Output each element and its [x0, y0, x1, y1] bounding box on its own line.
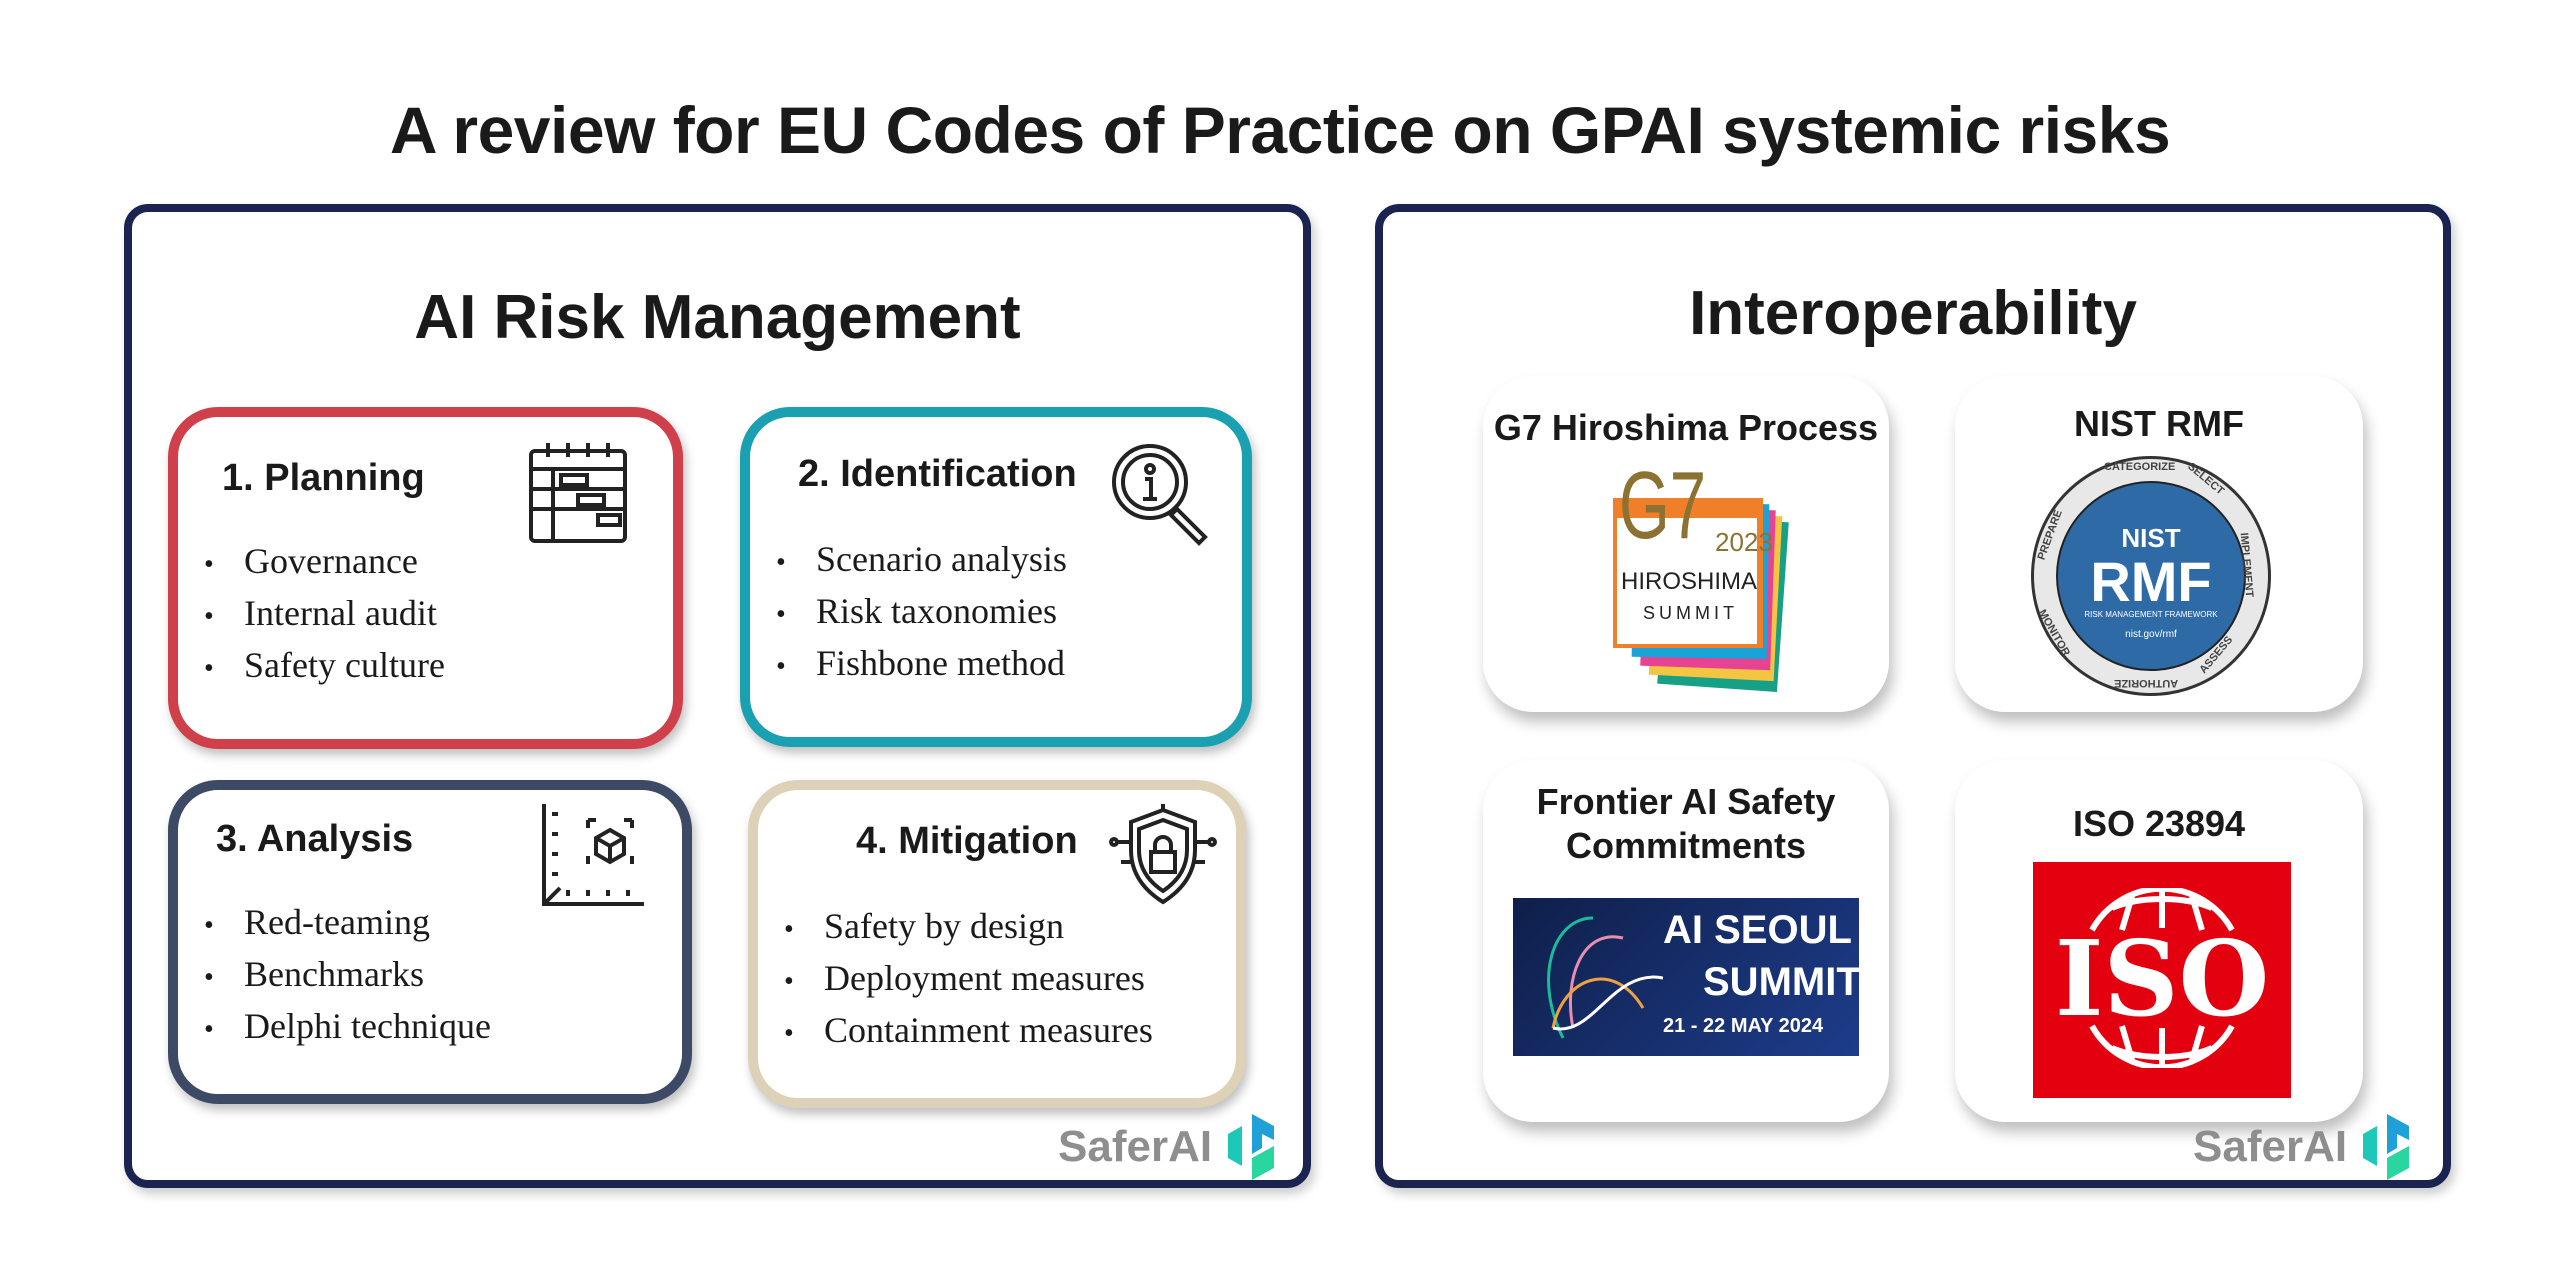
- iso-card: ISO 23894 ISO: [1955, 760, 2363, 1122]
- list-item: Fishbone method: [776, 639, 1067, 691]
- cube-measure-icon: [542, 804, 644, 906]
- globe-icon: [2089, 888, 2235, 1068]
- mitigation-box: 4. Mitigation Safety by design Deploymen…: [748, 780, 1246, 1108]
- seoul-line-1: AI SEOUL: [1663, 908, 1852, 952]
- list-item: Containment measures: [784, 1006, 1153, 1058]
- analysis-box: 3. Analysis Red-teaming Benchmarks Delph…: [168, 780, 692, 1104]
- saferai-logo: SaferAI: [2193, 1112, 2421, 1182]
- seoul-date: 21 - 22 MAY 2024: [1663, 1015, 1824, 1037]
- g7-summit: SUMMIT: [1643, 603, 1738, 623]
- nist-rmf-seal: NIST RMF RISK MANAGEMENT FRAMEWORK nist.…: [2031, 456, 2271, 696]
- list-item: Deployment measures: [784, 954, 1153, 1006]
- frontier-ai-card: Frontier AI Safety Commitments AI SEOUL …: [1483, 760, 1889, 1122]
- identification-box: 2. Identification Scenario analysis Risk…: [740, 407, 1252, 747]
- g7-hiroshima-logo: G7 2023 HIROSHIMA SUMMIT: [1583, 458, 1813, 698]
- list-item: Red-teaming: [204, 898, 491, 950]
- magnifier-info-icon: [1112, 444, 1208, 546]
- list-item: Scenario analysis: [776, 535, 1067, 587]
- seoul-line-2: SUMMIT: [1703, 960, 1861, 1004]
- saferai-cube-icon: [1228, 1114, 1275, 1180]
- saferai-cube-icon: [2363, 1114, 2410, 1180]
- card-title: Frontier AI Safety Commitments: [1536, 781, 1836, 866]
- card-title: ISO 23894: [2072, 803, 2246, 844]
- interoperability-panel: Interoperability G7 Hiroshima Process G7…: [1375, 204, 2451, 1188]
- nist-card: NIST RMF NIST RMF RISK MANAGEMENT FRAMEW…: [1955, 376, 2363, 712]
- page-title: A review for EU Codes of Practice on GPA…: [389, 93, 2171, 167]
- list-item: Delphi technique: [204, 1002, 491, 1054]
- g7-year: 2023: [1715, 527, 1773, 557]
- list-item: Benchmarks: [204, 950, 491, 1002]
- saferai-logo: SaferAI: [1058, 1112, 1286, 1182]
- box-title: 2. Identification: [798, 453, 1077, 495]
- list-item: Internal audit: [204, 589, 445, 641]
- box-title: 1. Planning: [222, 457, 425, 499]
- box-title: 4. Mitigation: [856, 820, 1078, 862]
- ai-seoul-summit-logo: AI SEOUL SUMMIT 21 - 22 MAY 2024: [1513, 898, 1861, 1056]
- g7-mark: G7: [1619, 452, 1707, 559]
- ai-risk-management-panel: AI Risk Management 1. Planning Governanc…: [124, 204, 1311, 1188]
- network-lines-icon: [1547, 916, 1663, 1039]
- card-title: NIST RMF: [2074, 403, 2244, 444]
- planning-list: Governance Internal audit Safety culture: [204, 537, 445, 693]
- card-title: G7 Hiroshima Process: [1493, 407, 1879, 448]
- mitigation-list: Safety by design Deployment measures Con…: [784, 902, 1153, 1058]
- list-item: Safety culture: [204, 641, 445, 693]
- g7-city: HIROSHIMA: [1621, 568, 1758, 595]
- identification-list: Scenario analysis Risk taxonomies Fishbo…: [776, 535, 1067, 691]
- iso-logo: ISO: [2033, 862, 2291, 1098]
- brand-name: SaferAI: [2193, 1122, 2348, 1171]
- panel-heading: AI Risk Management: [414, 283, 1021, 352]
- brand-name: SaferAI: [1058, 1122, 1213, 1171]
- box-title: 3. Analysis: [216, 818, 414, 860]
- analysis-list: Red-teaming Benchmarks Delphi technique: [204, 898, 491, 1054]
- list-item: Risk taxonomies: [776, 587, 1067, 639]
- panel-heading: Interoperability: [1689, 279, 2137, 348]
- gantt-chart-icon: [529, 443, 627, 543]
- list-item: Governance: [204, 537, 445, 589]
- planning-box: 1. Planning Governance Internal audit Sa…: [168, 407, 683, 749]
- shield-lock-icon: [1109, 804, 1217, 905]
- g7-card: G7 Hiroshima Process G7 2023 HIROSHIMA S…: [1483, 376, 1889, 712]
- list-item: Safety by design: [784, 902, 1153, 954]
